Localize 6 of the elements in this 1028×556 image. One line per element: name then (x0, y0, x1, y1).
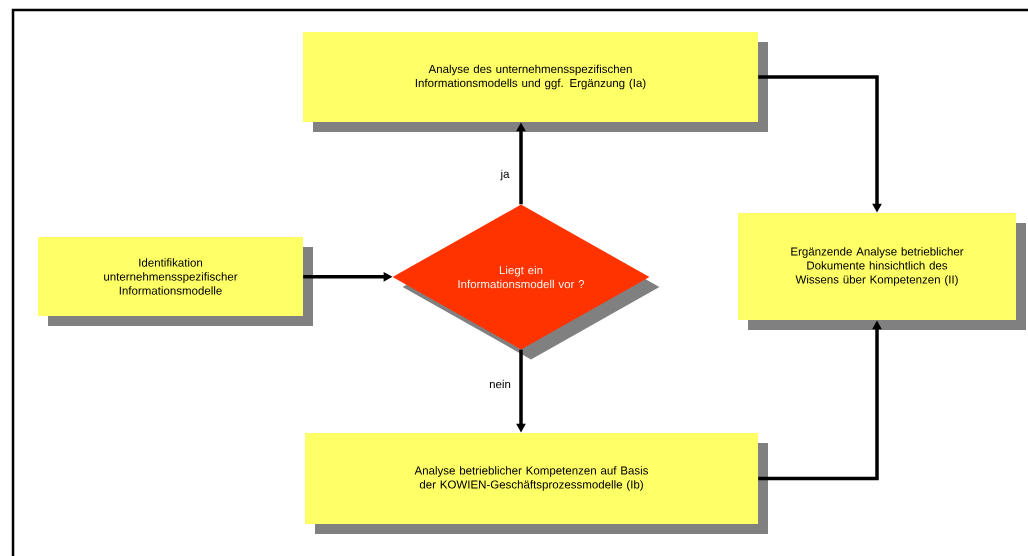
edge-label: ja (499, 168, 511, 182)
process-box: Analyse des unternehmensspezifischen Informationsmodells und ggf. Ergänzung (Ia) (303, 32, 768, 132)
edge-label: nein (488, 378, 512, 390)
process-box: Identifikation unternehmensspezifischer Informationsmodelle (38, 237, 313, 326)
process-box: Ergänzende Analyse betrieblicher Dokumente hinsichtlich des Wissens über Kompetenzen (II) (738, 213, 1026, 330)
process-box: Analyse betrieblicher Kompetenzen auf Basis der KOWIEN-Geschäftsprozessmodelle (Ib) (305, 433, 768, 534)
